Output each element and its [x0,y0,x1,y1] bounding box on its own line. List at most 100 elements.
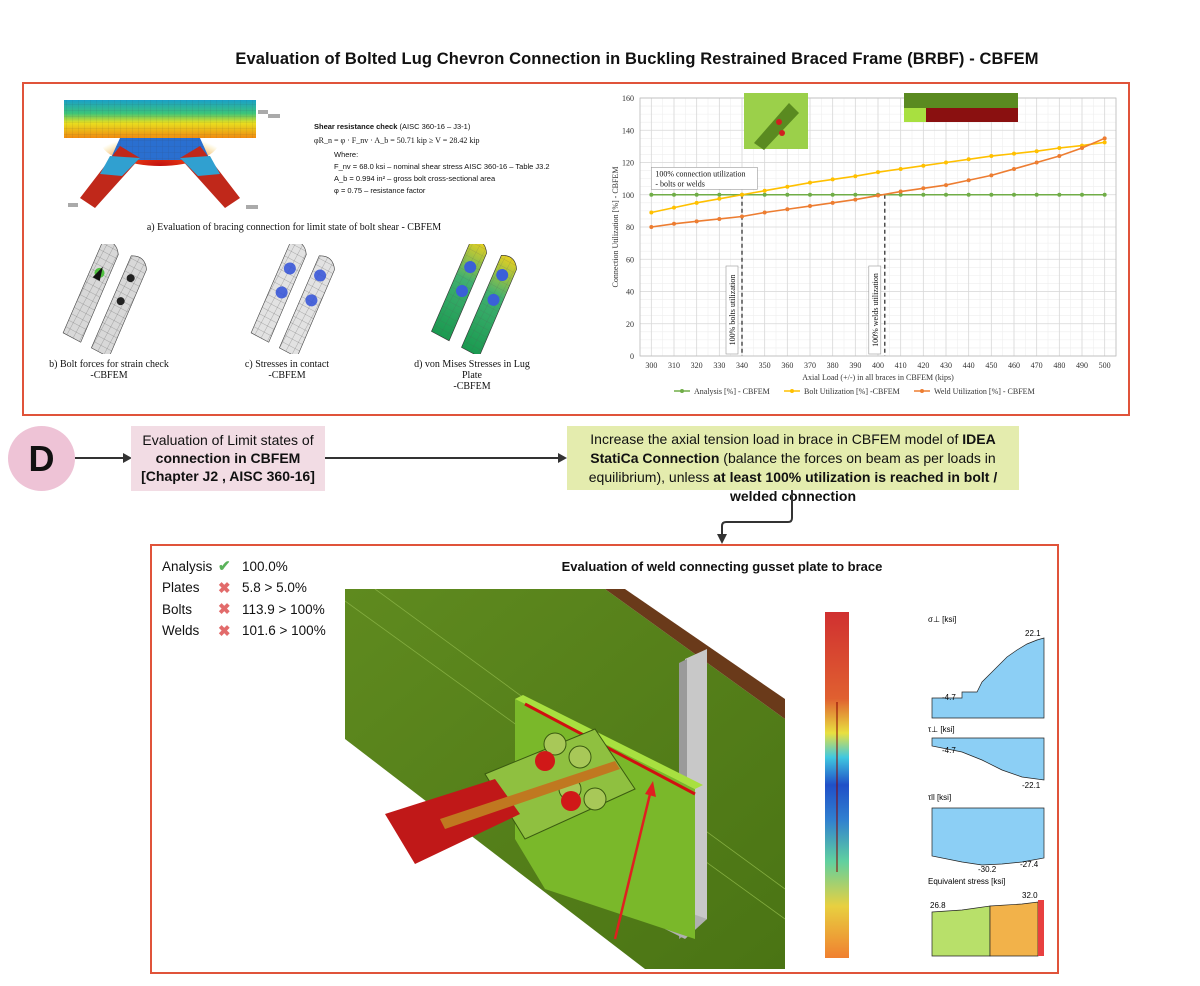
legend-swatch-marker [680,389,684,393]
inset-image-2-plate [904,108,926,122]
caption-b: b) Bolt forces for strain check -CBFEM [49,359,169,381]
tau-par-value-1: -30.2 [978,865,997,874]
x-axis-label: Axial Load (+/-) in all braces in CBFEM … [802,373,954,382]
series-point-1 [989,154,994,159]
series-point-2 [717,216,722,221]
series-point-1 [1102,140,1107,145]
series-point-2 [853,197,858,202]
shear-check-ab: A_b = 0.994 in² – gross bolt cross-secti… [334,174,496,183]
series-point-2 [876,193,880,198]
series-point-0 [785,192,790,197]
flow-arrow-3 [717,490,793,544]
tau-par-label: τll [ksi] [928,793,951,802]
summary-value: 100.0% [242,558,288,574]
summary-value: 101.6 > 100% [242,623,326,638]
y-tick-label: 80 [626,223,634,232]
tau-perp-min: -4.7 [942,746,956,755]
inset-image-1-bolt [776,119,782,125]
shear-check-formula: φR_n = φ · F_nv · A_b = 50.71 kip ≥ V = … [314,136,480,145]
series-point-0 [853,192,858,197]
flow-arrow-1 [75,453,132,463]
series-point-2 [1080,145,1084,150]
x-tick-label: 370 [804,361,816,370]
series-point-1 [1012,151,1016,156]
summary-label: Bolts [162,601,193,617]
fe-contour-model-image [64,100,280,209]
sigma-perp-min: -4.7 [942,693,956,702]
series-point-0 [672,192,676,197]
x-tick-label: 330 [713,361,725,370]
caption-a: a) Evaluation of bracing connection for … [146,222,442,233]
series-point-2 [966,178,971,183]
series-point-0 [966,192,971,197]
y-tick-label: 100 [622,191,634,200]
series-point-1 [694,200,699,205]
limit-box-line1: Evaluation of Limit states of [142,432,314,448]
y-tick-label: 60 [626,255,634,264]
x-tick-label: 350 [759,361,771,370]
x-tick-label: 480 [1053,361,1065,370]
limit-states-box: Evaluation of Limit states of connection… [131,426,325,491]
x-tick-label: 440 [963,361,975,370]
x-tick-label: 300 [645,361,657,370]
series-point-0 [649,192,654,197]
x-tick-label: 470 [1031,361,1043,370]
tau-par-value-2: -27.4 [1020,860,1039,869]
top-evaluation-panel: Shear resistance check (AISC 360-16 – J3… [22,82,1130,416]
y-tick-label: 40 [626,288,634,297]
inset-image-2-weld [924,108,1018,122]
series-point-0 [1034,192,1039,197]
weld-utilization-annotation: 100% welds utilization [871,273,880,347]
series-point-2 [898,189,903,194]
contact-stresses-image [250,244,335,354]
y-tick-label: 20 [626,320,634,329]
marker-label-box [868,265,882,355]
von-mises-image [431,244,517,354]
y-tick-label: 140 [622,126,634,135]
summary-row-plates: Plates ✖ 5.8 > 5.0% [162,578,307,598]
series-point-0 [944,192,948,197]
summary-value: 5.8 > 5.0% [242,580,307,595]
shear-check-phi: φ = 0.75 – resistance factor [334,186,426,195]
series-point-0 [1080,192,1084,197]
series-point-1 [717,196,722,201]
summary-label: Plates [162,580,200,595]
series-point-2 [672,221,676,226]
caption-d: d) von Mises Stresses in Lug Plate -CBFE… [414,359,530,392]
series-point-2 [944,183,948,188]
page-title: Evaluation of Bolted Lug Chevron Connect… [235,50,1039,68]
x-tick-label: 310 [668,361,680,370]
increase-load-box: Increase the axial tension load in brace… [567,426,1019,504]
shear-check-fnv: F_nv = 68.0 ksi – nominal shear stress A… [334,162,550,171]
series-point-2 [830,200,835,205]
y-tick-label: 0 [630,352,634,361]
series-point-1 [944,160,948,165]
series-point-1 [785,184,790,189]
series-point-1 [1034,149,1039,154]
sigma-perp-label: σ⊥ [ksi] [928,615,956,624]
series-point-0 [989,192,994,197]
legend-entry: Bolt Utilization [%] -CBFEM [804,387,900,396]
series-point-0 [808,192,812,197]
connection-utilization-annotation-1: 100% connection utilization [655,169,745,178]
series-point-1 [762,188,767,193]
y-tick-label: 120 [622,159,634,168]
legend-swatch-marker [790,389,794,393]
check-icon: ✔ [218,558,231,575]
connection-3d-model [345,589,785,969]
step-badge: D [8,426,75,491]
x-tick-label: 360 [781,361,793,370]
cross-icon: ✖ [218,622,231,640]
series-point-1 [853,174,858,179]
cross-icon: ✖ [218,579,231,597]
x-tick-label: 420 [917,361,929,370]
x-tick-label: 430 [940,361,952,370]
increase-box-text-2: IDEA StatiCa Connection [590,431,996,466]
series-point-0 [898,192,903,197]
summary-row-analysis: Analysis✔100.0% [162,556,288,576]
caption-c: c) Stresses in contact -CBFEM [244,359,330,381]
series-point-0 [1012,192,1016,197]
y-tick-label: 160 [622,94,634,103]
y-axis-label: Connection Utilization [%] - CBFEM [611,167,620,288]
series-point-0 [717,192,722,197]
